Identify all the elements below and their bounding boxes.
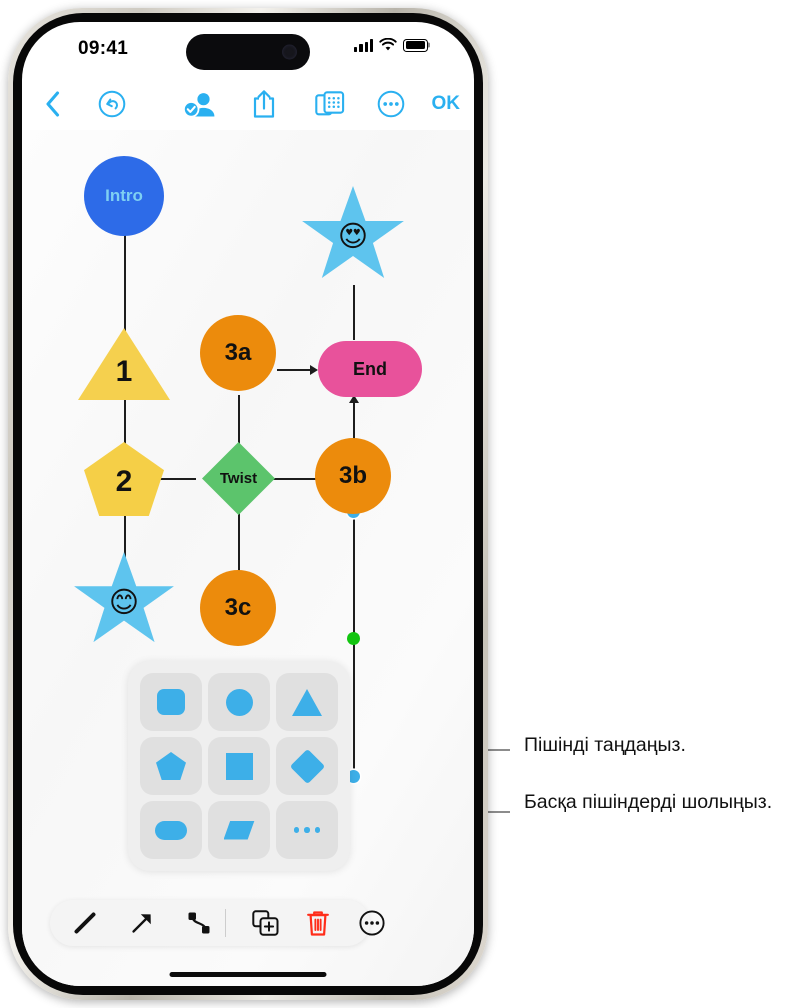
trash-delete-icon — [307, 910, 329, 936]
back-chevron-icon — [46, 91, 60, 117]
collaborate-button[interactable] — [180, 87, 218, 121]
insert-object-button[interactable] — [312, 87, 348, 121]
palette-cell-circle[interactable] — [208, 673, 270, 731]
rounded-square-icon — [157, 689, 185, 715]
connector-tool-button[interactable] — [180, 905, 218, 941]
bottom-more-button[interactable] — [353, 905, 391, 941]
front-camera-icon — [282, 44, 297, 60]
connector-midpoint-handle[interactable] — [347, 632, 360, 645]
undo-icon — [98, 90, 126, 118]
parallelogram-icon — [223, 820, 255, 840]
delete-button[interactable] — [299, 905, 337, 941]
node-3a[interactable]: 3a — [200, 315, 276, 391]
edge-2-to-twist — [156, 478, 196, 480]
node-2[interactable]: 2 — [84, 442, 164, 516]
arrow-tool-button[interactable] — [123, 905, 161, 941]
device-screen: 09:41 — [22, 22, 474, 986]
edge-twist-to-3c — [238, 509, 240, 571]
palette-cell-rounded-square[interactable] — [140, 673, 202, 731]
node-end[interactable]: End — [318, 341, 422, 397]
palette-cell-pentagon[interactable] — [140, 737, 202, 795]
palette-cell-triangle[interactable] — [276, 673, 338, 731]
more-ellipsis-icon — [359, 910, 385, 936]
ellipsis-icon — [293, 827, 321, 833]
triangle-icon — [292, 688, 322, 716]
status-time: 09:41 — [78, 38, 129, 59]
duplicate-icon — [251, 910, 278, 936]
cellular-signal-icon — [354, 39, 373, 52]
share-icon — [253, 90, 275, 118]
status-indicators — [354, 38, 428, 52]
phone-device-frame: 09:41 — [8, 8, 488, 1000]
done-button[interactable]: OK — [431, 93, 461, 114]
pill-icon — [155, 820, 187, 840]
node-3b[interactable]: 3b — [315, 438, 391, 514]
diamond-icon — [289, 748, 325, 784]
node-star-smiling[interactable]: 😊 — [72, 552, 176, 650]
dynamic-island — [186, 34, 310, 70]
callout-browse-shapes: Басқа пішіндерді шолыңыз. — [524, 791, 773, 813]
status-bar: 09:41 — [22, 22, 474, 78]
node-3c[interactable]: 3c — [200, 570, 276, 646]
undo-button[interactable] — [95, 87, 129, 121]
line-tool-button[interactable] — [66, 905, 104, 941]
edge-3a-to-twist — [238, 395, 240, 463]
palette-cell-square[interactable] — [208, 737, 270, 795]
insert-object-icon — [315, 91, 345, 116]
diagram-canvas[interactable]: Intro 1 2 😊 3a — [22, 130, 474, 986]
node-intro[interactable]: Intro — [84, 156, 164, 236]
edge-star2-to-end — [353, 285, 355, 340]
edge-1-to-2 — [124, 394, 126, 462]
node-twist[interactable]: Twist — [202, 442, 275, 515]
arrowhead-3b-to-end — [349, 395, 359, 403]
palette-cell-diamond[interactable] — [276, 737, 338, 795]
edge-2-to-star1 — [124, 512, 126, 572]
edge-twist-to-3b — [272, 478, 328, 480]
more-options-button[interactable] — [374, 87, 408, 121]
node-star-heart-eyes[interactable]: 😍 — [300, 186, 406, 286]
arrowhead-3a-to-end — [310, 365, 318, 375]
edge-intro-to-1 — [124, 226, 126, 334]
bottom-toolbar — [50, 900, 385, 946]
line-tool-icon — [74, 912, 96, 934]
connector-end-handle[interactable] — [347, 770, 360, 783]
more-ellipsis-icon — [377, 90, 405, 118]
shape-picker-panel[interactable] — [128, 661, 350, 871]
back-button[interactable] — [36, 87, 70, 121]
duplicate-button[interactable] — [246, 905, 284, 941]
palette-cell-more-shapes[interactable] — [276, 801, 338, 859]
collaborate-person-check-icon — [183, 92, 215, 117]
palette-cell-pill[interactable] — [140, 801, 202, 859]
toolbar-divider — [225, 909, 227, 937]
palette-cell-parallelogram[interactable] — [208, 801, 270, 859]
home-indicator — [169, 972, 327, 977]
wifi-icon — [379, 38, 397, 51]
callout-choose-shape: Пішінді таңдаңыз. — [524, 734, 686, 756]
share-button[interactable] — [247, 87, 281, 121]
node-1[interactable]: 1 — [78, 328, 170, 400]
top-toolbar: OK — [22, 78, 474, 130]
circle-icon — [225, 688, 253, 716]
battery-icon — [403, 38, 428, 52]
edge-3b-to-end — [353, 402, 355, 446]
square-icon — [225, 752, 253, 780]
arrow-tool-icon — [132, 914, 151, 933]
pentagon-icon — [156, 752, 186, 780]
elbow-connector-tool-icon — [188, 912, 210, 934]
edge-3a-to-end — [277, 369, 313, 371]
